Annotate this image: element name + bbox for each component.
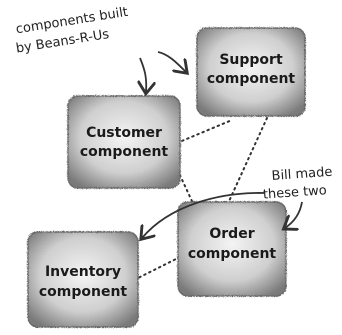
arrow-to-support xyxy=(157,51,186,72)
support-component-line2: component xyxy=(207,71,296,87)
order-component-line2: component xyxy=(188,246,277,262)
arrow-to-inventory xyxy=(142,192,265,238)
support-component-box: Support component xyxy=(196,27,306,117)
customer-component-box: Customer component xyxy=(67,95,181,189)
beans-r-us-annotation: components built by Beans-R-Us xyxy=(15,5,129,57)
inventory-component-line2: component xyxy=(39,284,128,300)
support-component-line1: Support xyxy=(219,52,283,68)
inventory-component-box: Inventory component xyxy=(27,231,139,328)
connector-customer-support xyxy=(176,119,233,144)
arrow-to-order xyxy=(285,201,303,228)
right-note-line2: these two xyxy=(262,183,327,202)
right-note-line1: Bill made xyxy=(271,165,333,184)
customer-component-line1: Customer xyxy=(86,125,162,141)
customer-component-line2: component xyxy=(80,144,169,160)
connector-order-inventory xyxy=(137,256,181,279)
arrow-to-customer xyxy=(140,57,146,92)
inventory-component-line1: Inventory xyxy=(45,264,121,280)
order-component-box: Order component xyxy=(177,201,287,297)
connector-support-order xyxy=(224,117,268,211)
bill-annotation: Bill made these two xyxy=(262,165,333,203)
order-component-line1: Order xyxy=(209,226,254,242)
